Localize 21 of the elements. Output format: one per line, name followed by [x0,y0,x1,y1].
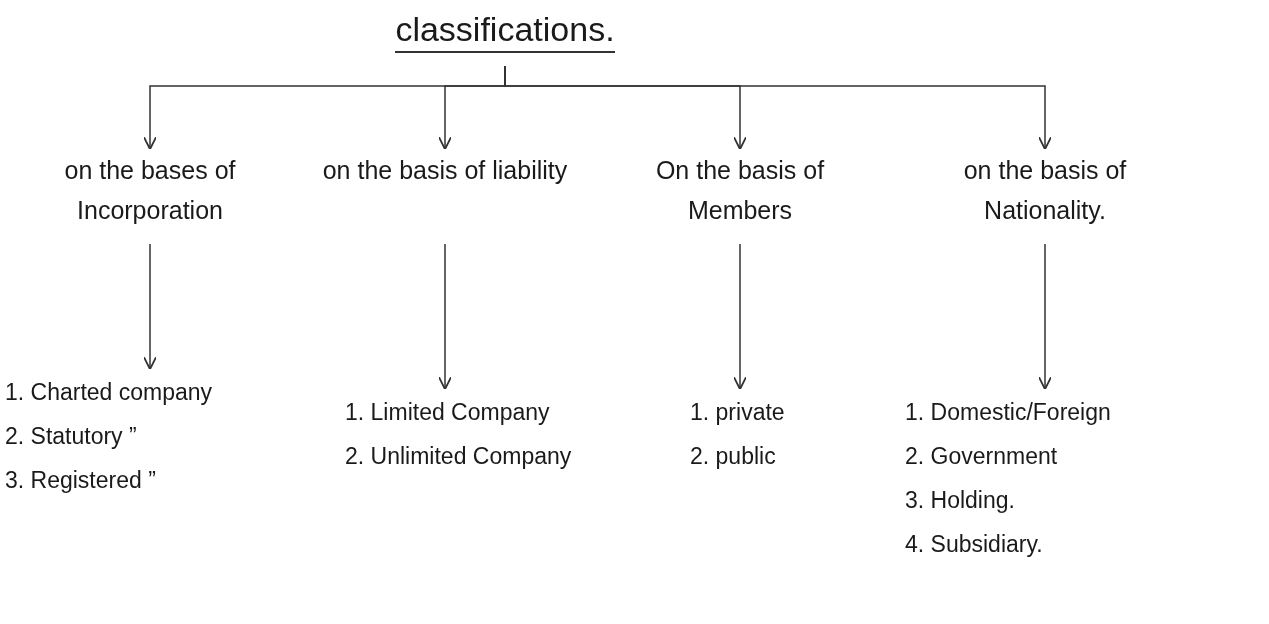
list-item: 2. Unlimited Company [345,442,572,471]
list-item: 1. Charted company [5,378,213,407]
arrow [438,243,452,391]
category-label: on the basis of Nationality. [962,155,1128,226]
list-item: 3. Holding. [905,486,1015,515]
arrow [733,243,747,391]
arrow [143,243,157,371]
list-item: 2. public [690,442,776,471]
list-item: 2. Statutory ” [5,422,137,451]
list-item: 1. private [690,398,785,427]
list-item: 4. Subsidiary. [905,530,1043,559]
list-item: 1. Domestic/Foreign [905,398,1111,427]
list-item: 2. Government [905,442,1058,471]
list-item: 3. Registered ” [5,466,156,495]
arrow [1038,243,1052,391]
category-label: on the bases of Incorporation [63,155,237,226]
category-label: on the basis of liability [322,155,568,186]
title-text: classifications. [395,8,615,53]
category-label: On the basis of Members [654,155,826,226]
arrow [504,65,1052,151]
list-item: 1. Limited Company [345,398,550,427]
